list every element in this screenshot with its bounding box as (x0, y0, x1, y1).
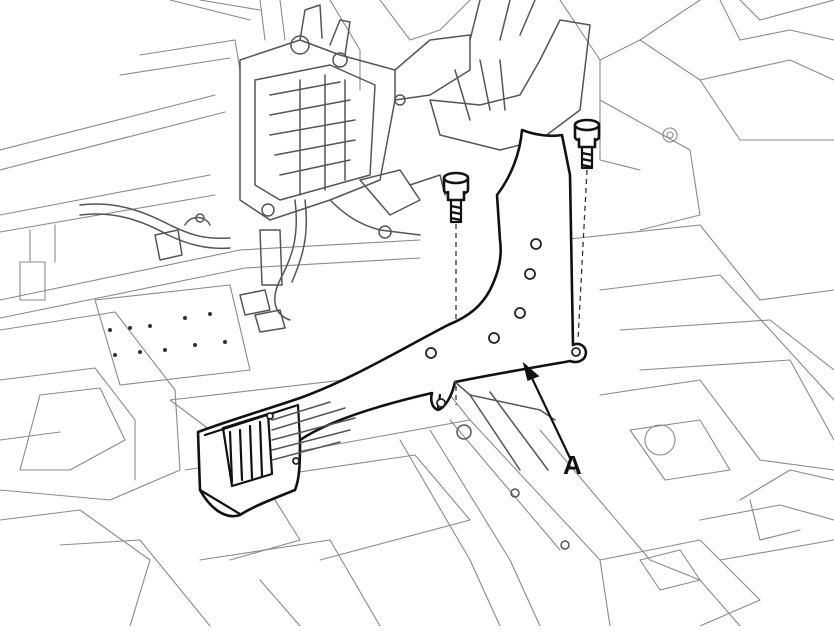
callout-label-a: A (563, 450, 582, 480)
bolt-left (442, 171, 470, 224)
shift-lever-assembly (79, 0, 591, 333)
alignment-lines (455, 169, 588, 405)
floor-plate-rivets (108, 312, 227, 357)
bracket-holes (425, 238, 542, 359)
bracket-rib-plate (221, 401, 356, 488)
bolt-right (573, 118, 601, 170)
callout-leader-a (522, 361, 572, 460)
bracket-part-a (196, 128, 588, 550)
